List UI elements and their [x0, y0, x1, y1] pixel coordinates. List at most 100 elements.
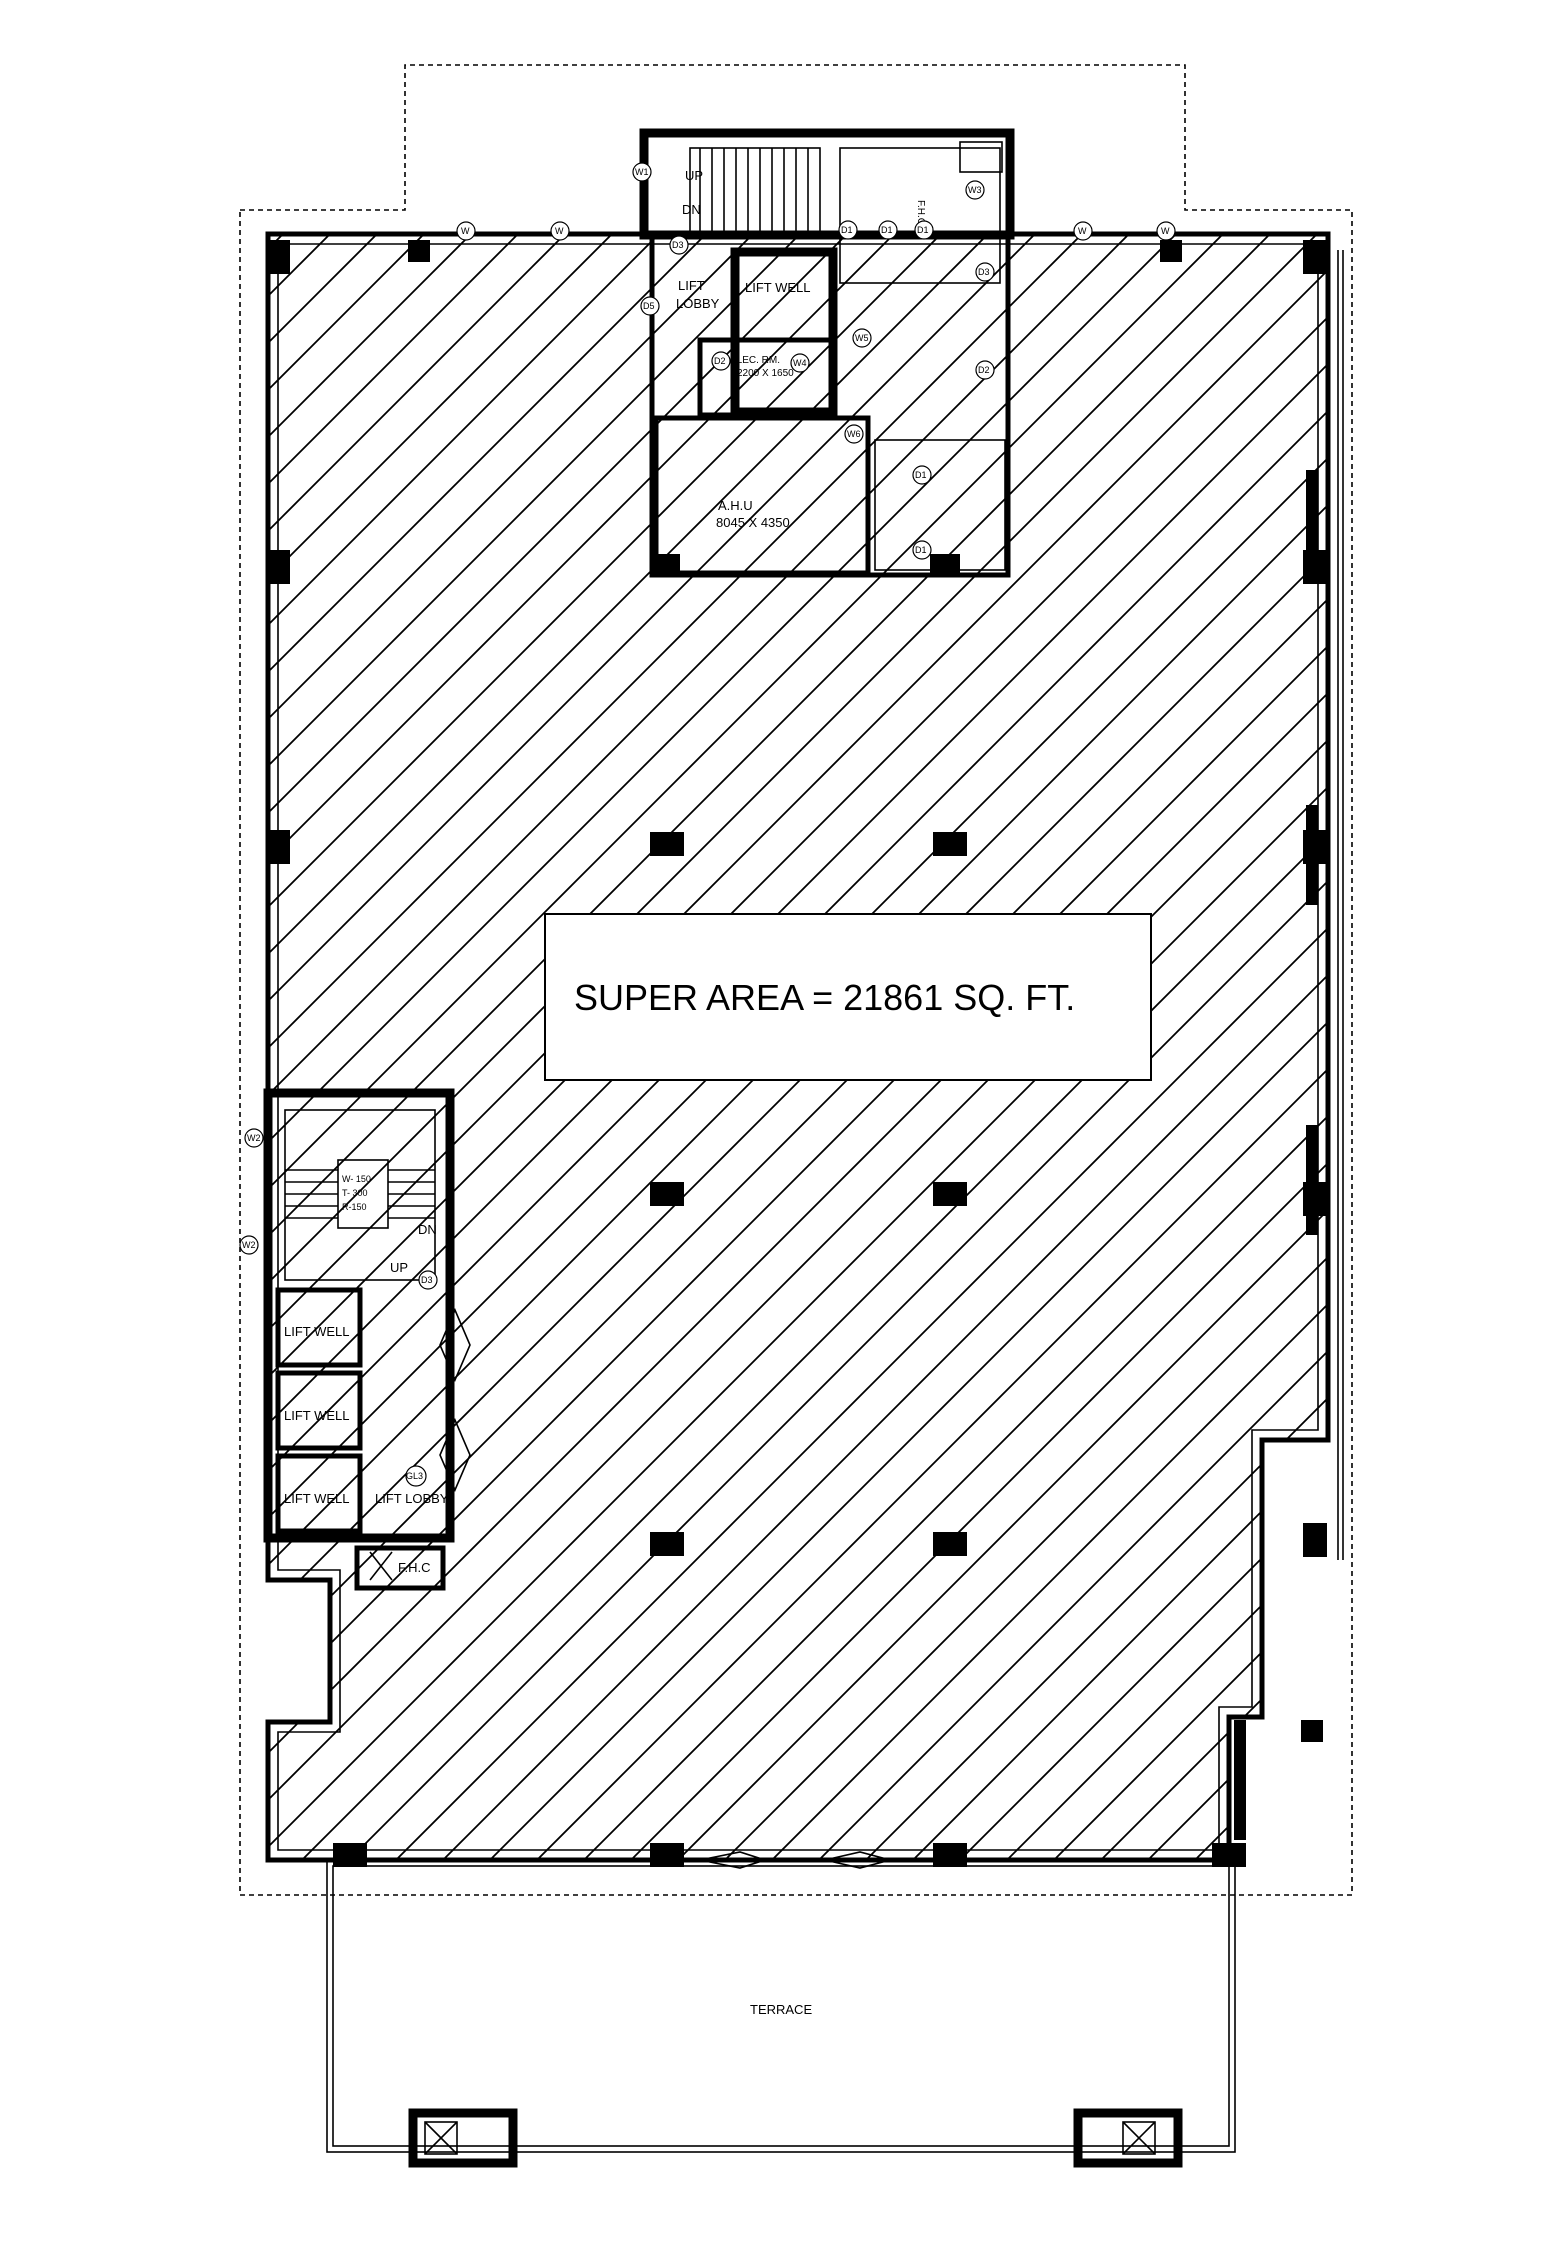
- hatch-line: [268, 234, 753, 1860]
- elec-room-label-2: 2200 X 1650: [737, 368, 794, 379]
- tag-d2-1: D2: [714, 356, 726, 366]
- hatch-line: [678, 234, 1328, 1860]
- column: [933, 832, 967, 856]
- terrace: TERRACE: [326, 1859, 1236, 2168]
- top-lift-well: [730, 247, 838, 417]
- hatch-line: [866, 234, 1328, 1860]
- window-tags: W W W W W1 W3 W4 W5 W6 W2 W2: [239, 162, 1176, 1255]
- terrace-core-right: [1073, 2108, 1183, 2168]
- tag-w2-1: W2: [247, 1133, 261, 1143]
- terrace-parapet: [332, 1865, 1230, 2147]
- tag-d1-5: D1: [915, 545, 927, 555]
- lift-well-3: [275, 1453, 363, 1534]
- hatch-line: [268, 234, 1223, 1860]
- tag-w6: W6: [847, 429, 861, 439]
- hatch-line: [268, 234, 377, 1860]
- hatch-line: [268, 234, 518, 1860]
- column: [933, 1532, 967, 1556]
- hatch-line: [268, 234, 1176, 1860]
- fhc-top: [959, 141, 1003, 173]
- top-core: UP DN LIFT WELL LIFT LOBBY ELEC. RM. 220…: [639, 128, 1015, 578]
- hatch-line: [1148, 234, 1328, 1860]
- left-core-frame: [263, 1088, 455, 1543]
- top-lift-lobby-label-1: LIFT: [678, 278, 705, 293]
- hatch-line: [268, 234, 565, 1860]
- hatch-line: [268, 234, 659, 1860]
- hatch-line: [0, 0, 235, 2000]
- column: [933, 1843, 967, 1867]
- column: [408, 240, 430, 262]
- tag-w2-2: W2: [242, 1240, 256, 1250]
- hatch-line: [0, 0, 94, 2000]
- lift-lobby-bottom-label: LIFT LOBBY: [375, 1491, 449, 1506]
- hatch-line: [1289, 234, 1328, 1860]
- hatch-line: [268, 234, 1328, 1860]
- elec-room-label-1: ELEC. RM.: [730, 355, 780, 366]
- stair-note-3: R-150: [342, 1202, 367, 1212]
- hatch-line: [268, 234, 1270, 1860]
- stair-note-2: T- 300: [342, 1188, 368, 1198]
- stair-note-1: W- 150: [342, 1174, 371, 1184]
- hatch-line: [268, 234, 1328, 1860]
- hatch-line: [1337, 0, 1568, 2000]
- tag-d3-1: D3: [672, 240, 684, 250]
- fhc-bottom-label: F.H.C: [398, 1560, 431, 1575]
- terrace-lift-right: [1122, 2121, 1156, 2155]
- column: [266, 240, 290, 274]
- toilet-block-top: [839, 147, 1001, 284]
- column: [1234, 1720, 1246, 1840]
- column: [1306, 470, 1318, 570]
- column: [930, 554, 960, 576]
- column: [1306, 1125, 1318, 1235]
- lift-well-1-label: LIFT WELL: [284, 1324, 350, 1339]
- hatch-line: [268, 234, 1328, 1860]
- ahu-label-2: 8045 X 4350: [716, 515, 790, 530]
- tag-d3-3: D3: [421, 1275, 433, 1285]
- column: [650, 1182, 684, 1206]
- column: [1303, 240, 1327, 274]
- column: [333, 1843, 367, 1867]
- top-lift-well-label: LIFT WELL: [745, 280, 811, 295]
- hatch-line: [490, 234, 1328, 1860]
- hatch-line: [268, 234, 706, 1860]
- hatch-line: [819, 234, 1328, 1860]
- tag-d1-3: D1: [917, 225, 929, 235]
- hatch-line: [268, 234, 330, 1860]
- lift-well-2: [275, 1370, 363, 1451]
- column: [1212, 1843, 1246, 1867]
- hatch-line: [631, 234, 1328, 1860]
- lift-well-2-label: LIFT WELL: [284, 1408, 350, 1423]
- hatch-line: [0, 0, 188, 2000]
- column: [650, 1532, 684, 1556]
- column: [650, 832, 684, 856]
- column: [650, 1843, 684, 1867]
- hatch-line: [268, 234, 941, 1860]
- left-core: W- 150 T- 300 R-150 DN UP LIFT WELL LIFT…: [263, 1088, 471, 1591]
- tag-w5: W5: [855, 333, 869, 343]
- tag-d1-1: D1: [841, 225, 853, 235]
- column: [1303, 1523, 1327, 1557]
- hatch-line: [443, 234, 1328, 1860]
- tag-w-4: W: [1161, 226, 1170, 236]
- hatch-line: [268, 234, 424, 1860]
- tag-w-3: W: [1078, 226, 1087, 236]
- lift-well-1: [275, 1287, 363, 1368]
- top-stair-dn: DN: [682, 202, 701, 217]
- column: [1306, 805, 1318, 905]
- left-stair-up: UP: [390, 1260, 408, 1275]
- hatch-line: [268, 234, 800, 1860]
- hatch-line: [302, 234, 1328, 1860]
- hatch-line: [268, 234, 1328, 1860]
- hatch-line: [725, 234, 1328, 1860]
- hatch-line: [268, 234, 612, 1860]
- ahu-label-1: A.H.U: [718, 498, 753, 513]
- area-label-box: [544, 913, 1152, 1081]
- hatch-line: [268, 234, 1082, 1860]
- column: [1301, 1720, 1323, 1742]
- tag-d3-2: D3: [978, 267, 990, 277]
- ahu-room: [653, 415, 871, 576]
- hatch-line: [0, 0, 47, 2000]
- lift-well-3-label: LIFT WELL: [284, 1491, 350, 1506]
- hatch-line: [584, 234, 1328, 1860]
